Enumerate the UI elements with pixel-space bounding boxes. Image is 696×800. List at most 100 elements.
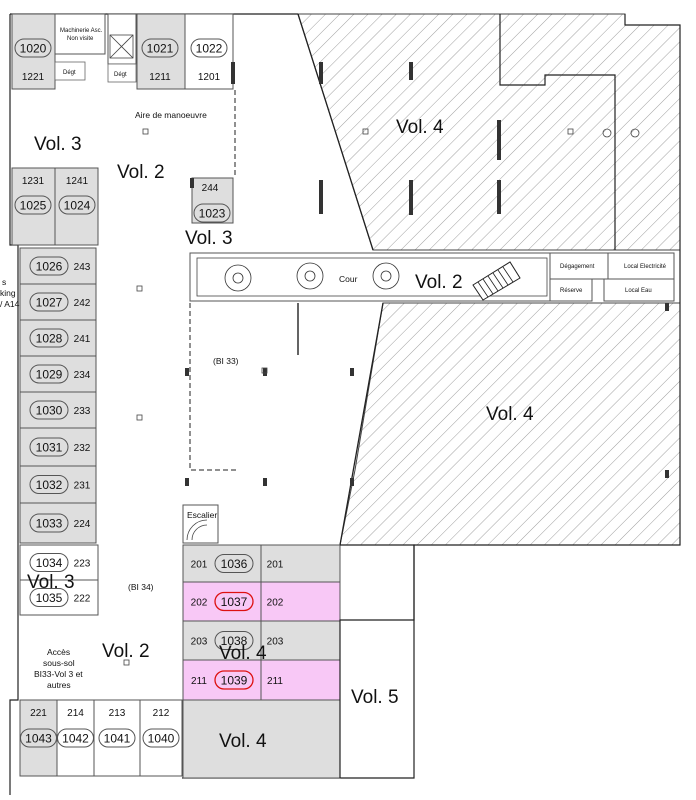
lot-number: 1040 [148,732,175,746]
lot-number: 1025 [20,199,47,213]
parking-unit-1033[interactable] [19,502,97,544]
lot-number-oval [141,38,179,58]
vol4-bottom-zone [182,699,341,779]
unit-1022[interactable] [184,13,234,90]
parking-unit-1042[interactable] [56,699,95,777]
volume-label: Vol. 2 [415,272,463,293]
lot-number-oval [14,38,52,58]
unit-number: 212 [153,708,170,719]
unit-number: 234 [74,370,91,381]
unit-number: 202 [267,598,284,609]
aire-label: Aire de manoeuvre [135,110,207,120]
parking-unit-1032[interactable] [19,465,97,504]
lot-number: 1024 [64,199,91,213]
lot-number: 1031 [36,441,63,455]
unit-number: 243 [74,262,91,273]
vol5-zone [339,544,415,778]
lot-number-oval [29,292,69,312]
hatch-edge [339,302,384,546]
edge-label: s [2,277,6,287]
circle-markers [602,128,640,138]
trees [224,262,400,292]
unit-number: 222 [74,594,91,605]
dgt-label: Dégt [63,70,76,76]
unit-number: 211 [267,676,283,687]
lot-number-oval [190,38,228,58]
unit-number: 241 [74,334,91,345]
lot-number-oval [214,554,254,573]
acces-label: sous-sol [43,658,75,668]
acces-label: autres [47,680,71,690]
volume-label: Vol. 3 [34,134,82,155]
parking-unit-1026[interactable] [19,247,97,285]
cour-inner [196,257,548,297]
hatch-edge [297,13,374,251]
unit-number: 213 [109,708,126,719]
parking-unit-1041[interactable] [93,699,141,777]
parking-unit-1028[interactable] [19,319,97,357]
bi33-boundary [189,303,237,471]
lot-number: 1029 [36,368,63,382]
lot-number: 1039 [221,674,248,688]
mid-units [11,167,234,246]
parking-unit-1034[interactable] [19,544,99,581]
parking-unit-1027[interactable] [19,283,97,321]
unit-number: 224 [74,519,91,530]
lot-number: 1038 [221,634,248,648]
lot-number: 1041 [104,732,131,746]
unit-1023[interactable] [191,177,234,224]
lot-number-oval [193,203,231,223]
volume-label: Vol. 3 [27,572,75,593]
unit-number: 242 [74,298,91,309]
unit-number: 211 [191,676,207,687]
local-electricite-label: Local Electricité [624,264,667,270]
edge-label: king [0,288,16,298]
lot-number: 1042 [62,732,89,746]
lot-number: 1021 [147,42,174,56]
unit-number: 214 [67,708,84,719]
parking-unit-1040[interactable] [139,699,183,777]
reserve-room [549,278,593,302]
lot-number: 1023 [199,207,226,221]
unit-number: 202 [191,598,208,609]
unit-number: 231 [74,481,91,492]
unit-number: 1211 [149,72,171,83]
reserve-label: Réserve [560,288,583,294]
lot-number-oval [29,588,69,607]
unit-1024[interactable] [54,167,99,246]
parking-unit-1029[interactable] [19,355,97,393]
unit-1025[interactable] [11,167,56,246]
parking-unit-1035[interactable] [19,579,99,616]
lot-number-oval [29,328,69,348]
bi34-label: (BI 34) [128,582,154,592]
volume-label: Vol. 4 [396,117,444,138]
unit-number: 232 [74,443,91,454]
unit-number: 221 [30,708,47,719]
unit-number: 1231 [22,176,45,187]
volume-label: Vol. 5 [351,687,399,708]
tree-icon [372,262,400,290]
tree-icon [296,262,324,290]
lot-number-oval [29,513,69,533]
lot-number-oval [29,553,69,572]
local-eau [603,278,675,302]
lot-number: 1034 [36,556,63,570]
edge-label: / A14 [0,299,20,309]
degagement-room [549,252,609,280]
bi33-label: (BI 33) [213,356,239,366]
volume-label: Vol. 4 [486,404,534,425]
cour-label: Cour [339,274,358,284]
outer-wall-left [9,14,19,795]
wall-markers [185,62,669,486]
parking-unit-1030[interactable] [19,391,97,429]
lot-number: 1028 [36,332,63,346]
lot-number: 1026 [36,260,63,274]
lot-number-oval [98,728,136,748]
machinerie-room [54,13,106,55]
stair-icon [472,261,521,301]
lot-number-oval [214,631,254,650]
